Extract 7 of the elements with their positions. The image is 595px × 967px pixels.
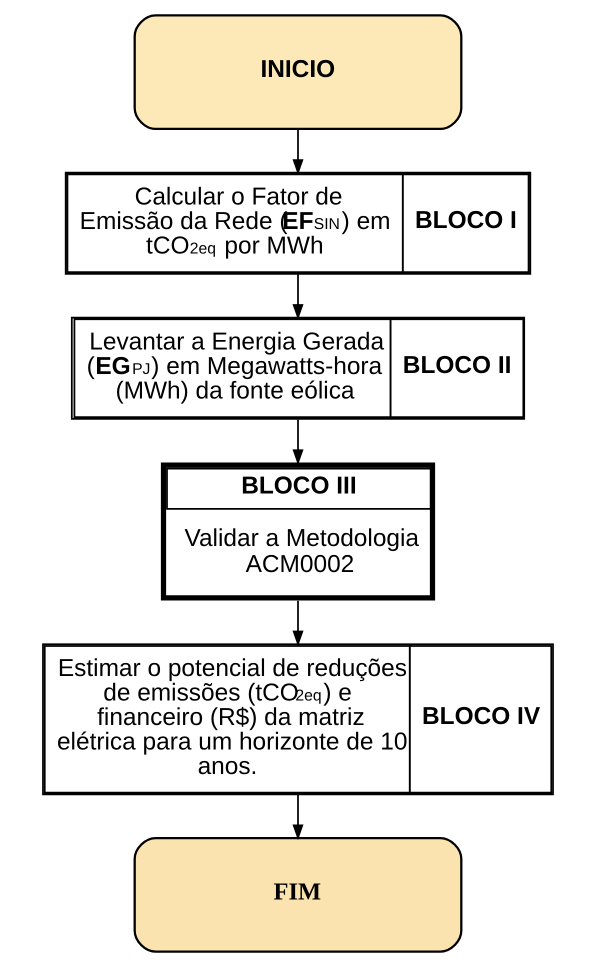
arrow	[292, 600, 303, 646]
node-box: FIM	[133, 836, 462, 953]
node-box: INICIO	[133, 14, 462, 130]
arrow	[292, 274, 303, 320]
arrow	[292, 794, 303, 840]
arrow	[292, 420, 303, 466]
node-box: BLOCO III Validar a Metodologia ACM0002	[160, 462, 435, 601]
